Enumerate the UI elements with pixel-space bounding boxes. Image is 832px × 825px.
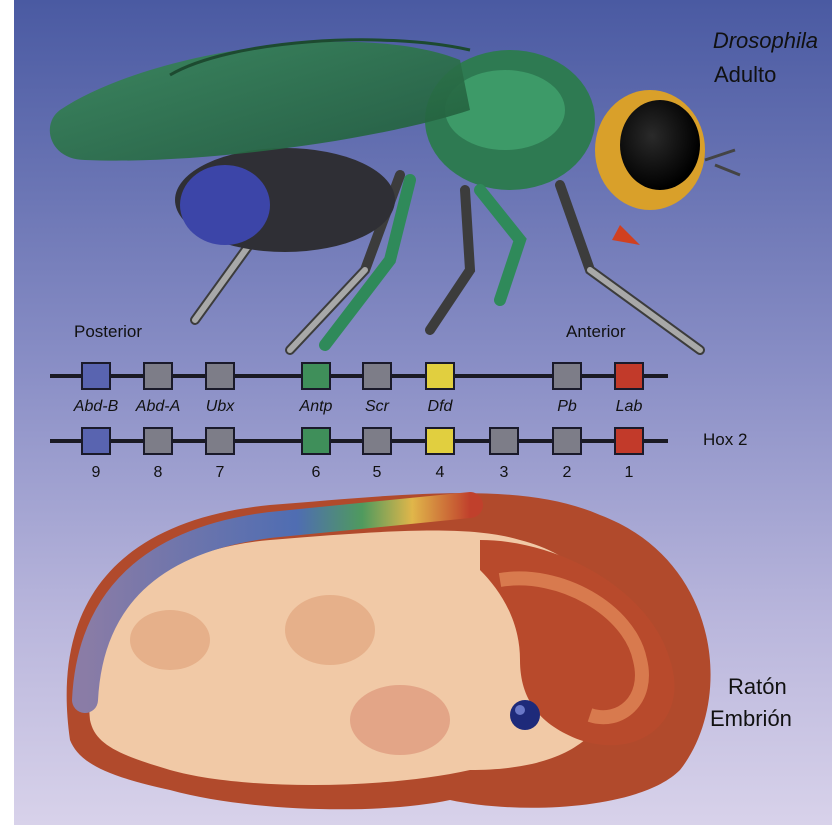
hox2-number-8: 8 bbox=[146, 464, 170, 482]
hox2-cluster-label: Hox 2 bbox=[703, 430, 747, 450]
hox2-number-5: 5 bbox=[365, 464, 389, 482]
gene-box-pb bbox=[552, 362, 582, 390]
gene-name-dfd: Dfd bbox=[405, 398, 475, 416]
gene-box-abd-a bbox=[143, 362, 173, 390]
hox2-number-7: 7 bbox=[208, 464, 232, 482]
gene-name-ubx: Ubx bbox=[185, 398, 255, 416]
hox2-number-3: 3 bbox=[492, 464, 516, 482]
fly-stage-label: Adulto bbox=[714, 62, 776, 88]
hox2-box-3 bbox=[489, 427, 519, 455]
mouse-embryo-illustration bbox=[67, 493, 711, 809]
gene-name-abd-b: Abd-B bbox=[61, 398, 131, 416]
gene-name-abd-a: Abd-A bbox=[123, 398, 193, 416]
gene-box-antp bbox=[301, 362, 331, 390]
hox2-box-9 bbox=[81, 427, 111, 455]
hox2-box-8 bbox=[143, 427, 173, 455]
gene-box-lab bbox=[614, 362, 644, 390]
hox2-box-6 bbox=[301, 427, 331, 455]
hox2-box-2 bbox=[552, 427, 582, 455]
hox2-box-5 bbox=[362, 427, 392, 455]
gene-box-dfd bbox=[425, 362, 455, 390]
mouse-stage-label: Embrión bbox=[710, 706, 792, 732]
gene-name-pb: Pb bbox=[532, 398, 602, 416]
gene-box-scr bbox=[362, 362, 392, 390]
hox2-box-4 bbox=[425, 427, 455, 455]
hox2-number-9: 9 bbox=[84, 464, 108, 482]
gene-box-abd-b bbox=[81, 362, 111, 390]
gene-name-scr: Scr bbox=[342, 398, 412, 416]
fly-species-label: Drosophila bbox=[713, 28, 818, 54]
gene-name-antp: Antp bbox=[281, 398, 351, 416]
hox2-box-1 bbox=[614, 427, 644, 455]
mouse-species-label: Ratón bbox=[728, 674, 787, 700]
posterior-label: Posterior bbox=[74, 322, 142, 342]
hox2-number-4: 4 bbox=[428, 464, 452, 482]
left-margin bbox=[0, 0, 14, 825]
hox2-number-1: 1 bbox=[617, 464, 641, 482]
gene-box-ubx bbox=[205, 362, 235, 390]
hox2-number-6: 6 bbox=[304, 464, 328, 482]
gene-name-lab: Lab bbox=[594, 398, 664, 416]
hox2-number-2: 2 bbox=[555, 464, 579, 482]
anterior-label: Anterior bbox=[566, 322, 626, 342]
hox2-box-7 bbox=[205, 427, 235, 455]
